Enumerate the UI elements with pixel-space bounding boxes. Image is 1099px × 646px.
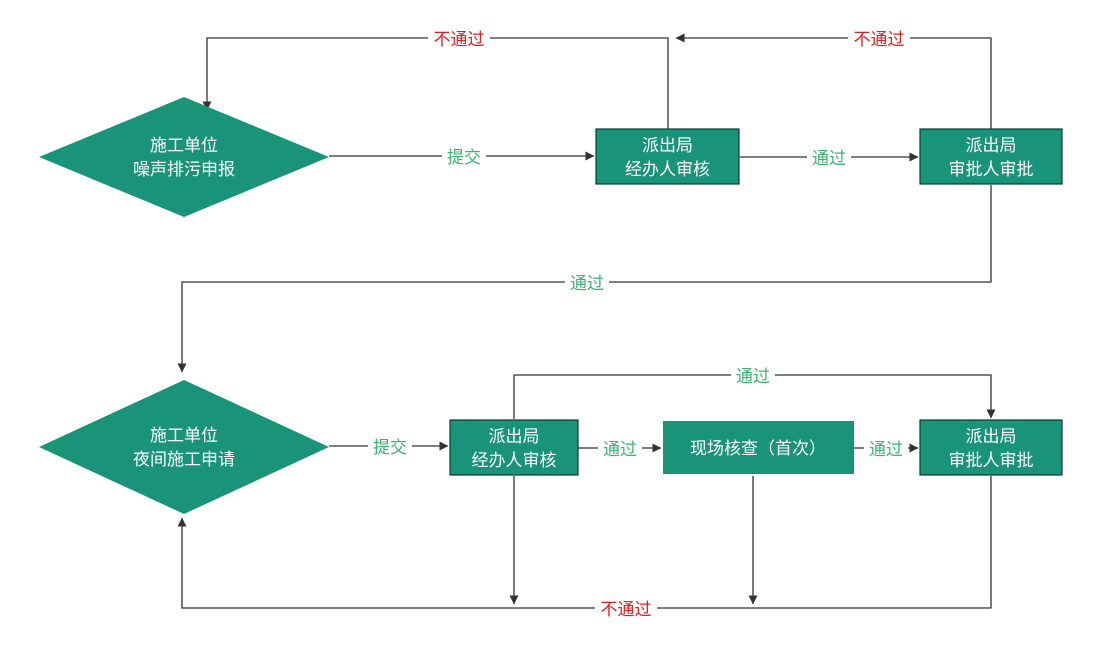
bottom-inspection-label: 现场核查（首次） (690, 439, 826, 459)
top-reject-to-officer-label: 不通过 (854, 30, 905, 50)
label-bg (442, 146, 486, 168)
label-bg (598, 438, 642, 460)
bottom-officer-line1: 派出局 (489, 427, 540, 447)
top-reject-to-start-label: 不通过 (434, 30, 485, 50)
label-bg (807, 147, 851, 169)
connector-top-reject-to-officer (675, 33, 992, 129)
top-approver-node: 派出局 审批人审批 (919, 128, 1063, 185)
top-officer-line1: 派出局 (642, 136, 693, 156)
bottom-start-line1: 施工单位 (150, 426, 218, 446)
bottom-approver-node: 派出局 审批人审批 (919, 419, 1063, 476)
label-bg (864, 438, 908, 460)
top-officer-line2: 经办人审核 (625, 160, 710, 180)
bottom-officer-node: 派出局 经办人审核 (449, 419, 579, 476)
bottom-bypass-label: 通过 (736, 367, 770, 387)
top-officer-node: 派出局 经办人审核 (595, 128, 740, 185)
label-bg (565, 272, 609, 294)
bottom-start-diamond (39, 380, 329, 514)
bottom-submit-label: 提交 (373, 438, 407, 458)
top-pass-down-label: 通过 (570, 274, 604, 294)
bottom-reject-label: 不通过 (601, 600, 652, 620)
top-start-decision: 施工单位 噪声排污申报 (39, 97, 329, 217)
top-approver-box (919, 128, 1063, 185)
top-pass-label: 通过 (812, 149, 846, 169)
label-bg (595, 598, 657, 620)
top-officer-box (595, 128, 740, 185)
bottom-approver-box (919, 419, 1063, 476)
bottom-approver-line1: 派出局 (966, 427, 1017, 447)
bottom-pass-to-approver-label: 通过 (869, 440, 903, 460)
top-approver-line1: 派出局 (966, 136, 1017, 156)
bottom-inspection-node: 现场核查（首次） (663, 421, 854, 474)
bottom-start-line2: 夜间施工申请 (133, 450, 235, 470)
bottom-start-decision: 施工单位 夜间施工申请 (39, 380, 329, 514)
top-start-diamond (39, 97, 329, 217)
bottom-approver-line2: 审批人审批 (949, 451, 1034, 471)
top-approver-line2: 审批人审批 (949, 160, 1034, 180)
label-bg (848, 28, 910, 50)
top-submit-label: 提交 (447, 148, 481, 168)
top-start-line1: 施工单位 (150, 136, 218, 156)
bottom-inspection-box (663, 421, 854, 474)
top-start-line2: 噪声排污申报 (133, 160, 235, 180)
bottom-pass-to-inspection-label: 通过 (603, 440, 637, 460)
label-bg (428, 28, 490, 50)
label-bg (368, 436, 412, 458)
connector-bottom-reject-return (177, 476, 992, 609)
bottom-officer-box (449, 419, 579, 476)
label-bg (731, 365, 775, 387)
bottom-officer-line2: 经办人审核 (472, 451, 557, 471)
connector-top-reject-to-start (202, 37, 669, 129)
